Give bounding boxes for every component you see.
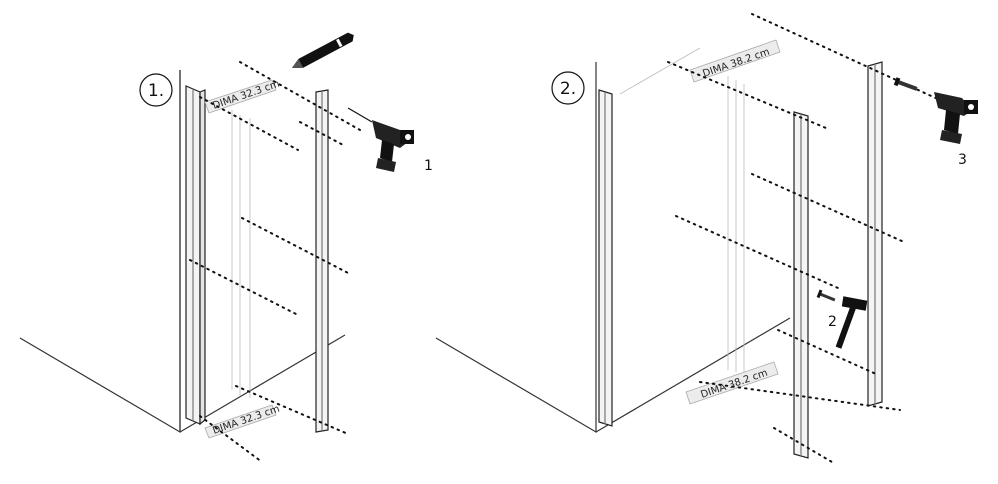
callout-drill-2: 3 xyxy=(958,152,967,168)
guide-lines-1 xyxy=(231,110,251,398)
step-2-panel: DIMA 38.2 cm DIMA 38.2 cm 2. xyxy=(435,13,978,463)
dima-block-top-1: DIMA 32.3 cm xyxy=(204,79,281,114)
right-rail-1 xyxy=(315,89,329,433)
step-number-1: 1. xyxy=(148,81,164,101)
dima-label-top-1: DIMA 32.3 cm xyxy=(211,79,281,112)
hammer-icon xyxy=(835,296,868,349)
pencil-icon xyxy=(292,32,354,68)
step-badge-1: 1. xyxy=(139,73,173,107)
middle-rail-2 xyxy=(793,111,809,459)
step-number-2: 2. xyxy=(560,79,576,99)
right-rail-2 xyxy=(867,61,883,407)
callout-hammer-2: 2 xyxy=(828,314,837,330)
callout-tool-1: 1 xyxy=(424,158,433,174)
dima-block-bottom-1: DIMA 32.3 cm xyxy=(204,404,281,439)
drill-icon xyxy=(934,92,978,144)
dotted-lines-2 xyxy=(667,13,941,463)
step-1-panel: DIMA 32.3 cm DIMA 32.3 cm 1. xyxy=(19,32,433,463)
dima-block-bottom-2: DIMA 38.2 cm xyxy=(685,361,779,405)
dotted-lines-1 xyxy=(189,61,361,463)
left-rail-2 xyxy=(598,89,613,427)
dima-block-top-2: DIMA 38.2 cm xyxy=(689,39,781,83)
screw-icon xyxy=(893,77,918,91)
cabinet-outline-2 xyxy=(435,62,791,434)
nail-icon xyxy=(816,289,836,302)
guide-lines-2 xyxy=(619,47,745,374)
step-badge-2: 2. xyxy=(551,71,585,105)
left-rail-1 xyxy=(185,85,206,426)
cabinet-outline-1 xyxy=(19,70,346,434)
drill-icon xyxy=(347,107,414,172)
